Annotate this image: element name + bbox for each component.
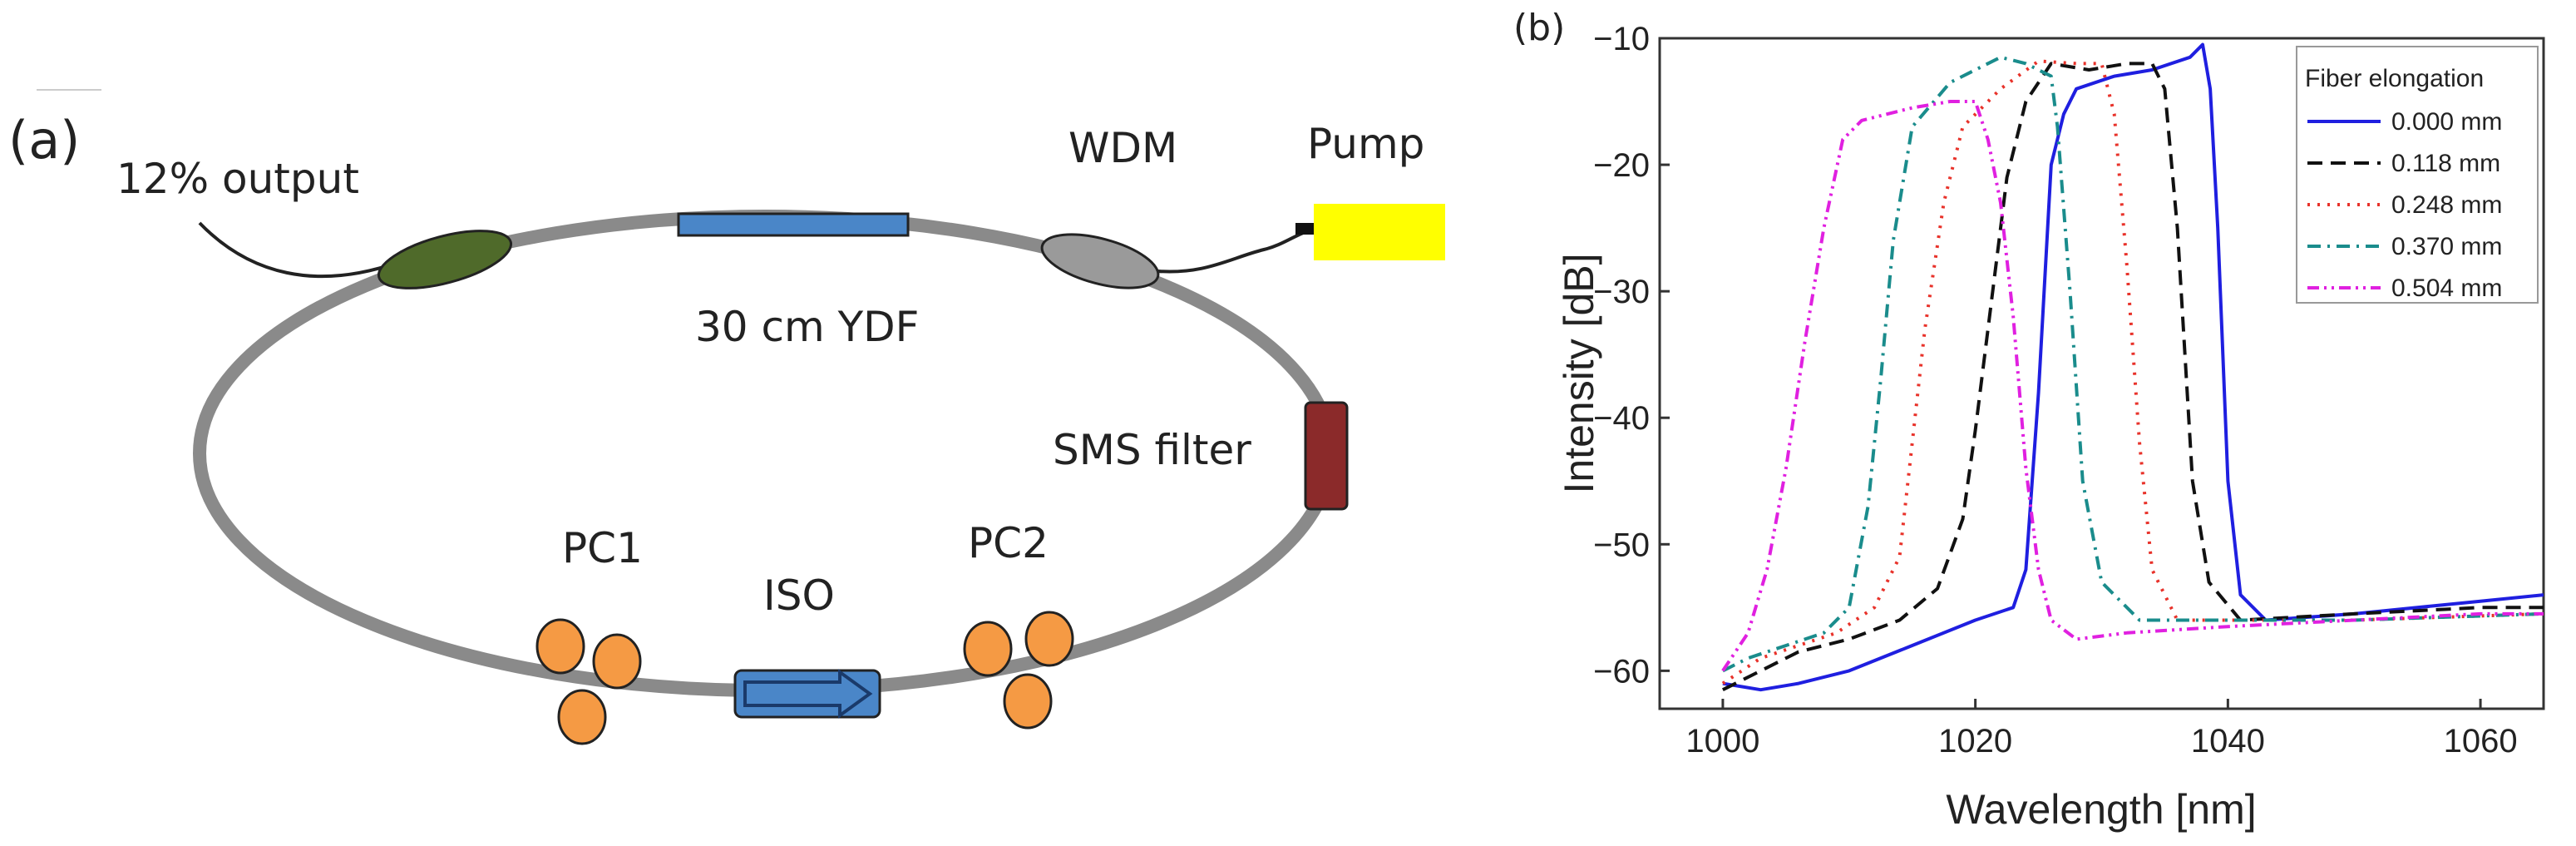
legend-entry: 0.000 mm	[2391, 108, 2502, 136]
isolator-body	[733, 669, 881, 719]
panel-b-label: (b)	[1513, 7, 1565, 49]
legend: Fiber elongation 0.000 mm 0.118 mm 0.248 m…	[2296, 46, 2539, 304]
series-line-5	[1721, 100, 2544, 672]
pc2-paddle	[1003, 673, 1053, 730]
y-tick-label: −60	[1593, 653, 1650, 690]
output-fiber	[198, 221, 400, 279]
pump-fiber	[1157, 228, 1315, 274]
y-tick-label: −40	[1593, 400, 1650, 437]
x-tick-label: 1040	[2191, 723, 2265, 759]
pc2-label: PC2	[968, 519, 1049, 567]
pc1-label: PC1	[562, 524, 643, 572]
legend-entry: 0.118 mm	[2391, 150, 2500, 177]
series-line-1	[1722, 42, 2544, 692]
sms-label: SMS filter	[1053, 426, 1251, 474]
y-tick-label: −10	[1593, 21, 1650, 57]
schematic-svg: (a) 12% output 30 cm YDF WDM Pump SMS fi…	[8, 89, 1445, 745]
pc1-paddle	[535, 618, 585, 675]
legend-box	[2296, 46, 2539, 304]
pc1-paddle	[592, 633, 642, 690]
pc1-paddle	[557, 689, 607, 745]
series-line-3	[1721, 59, 2544, 685]
polarization-controller-2	[963, 611, 1074, 730]
pc2-paddle	[963, 621, 1013, 677]
y-tick-label: −20	[1593, 147, 1650, 184]
isolator-arrow-icon	[743, 669, 873, 719]
isolator	[733, 669, 881, 719]
x-tick-label: 1060	[2444, 723, 2518, 759]
legend-items: 0.000 mm 0.118 mm 0.248 mm 0.370 mm 0.504 mm	[2307, 108, 2502, 302]
polarization-controller-1	[535, 618, 642, 745]
y-tick-label: −50	[1593, 527, 1650, 563]
laser-cavity-schematic: (a) 12% output 30 cm YDF WDM Pump SMS fi…	[8, 89, 1445, 745]
legend-title: Fiber elongation	[2305, 65, 2484, 92]
plot-frame	[1658, 37, 2545, 710]
x-tick-label: 1000	[1685, 723, 1759, 759]
y-tick-label: −30	[1593, 274, 1650, 310]
iso-label: ISO	[763, 571, 835, 620]
ydf-label: 30 cm YDF	[695, 303, 919, 351]
panel-a-label: (a)	[8, 110, 80, 171]
plot-series	[1721, 42, 2544, 692]
spectrum-chart: (b) 1000 1020 1040 1060 −10 −20 −30 −40 −50 −60 W…	[1513, 0, 2576, 846]
chart-svg: (b) 1000 1020 1040 1060 −10 −20 −30 −40 −50 −60 W…	[1513, 7, 2545, 833]
output-coupler	[377, 230, 513, 289]
legend-entry: 0.370 mm	[2391, 233, 2502, 260]
pump-connector	[1295, 223, 1314, 235]
pc2-paddle	[1024, 611, 1074, 667]
axis-ticks: 1000 1020 1040 1060 −10 −20 −30 −40 −50 −60	[1593, 21, 2517, 759]
sms-filter	[1304, 401, 1349, 511]
x-axis-title: Wavelength [nm]	[1946, 786, 2256, 833]
output-label: 12% output	[116, 155, 359, 203]
ydf-segment	[677, 212, 910, 237]
pump-label: Pump	[1307, 120, 1424, 168]
series-line-4	[1722, 55, 2544, 673]
pump-laser	[1314, 204, 1445, 260]
wdm-label: WDM	[1068, 124, 1177, 172]
series-line-2	[1722, 62, 2544, 691]
y-axis-title: Intensity [dB]	[1556, 253, 1602, 493]
legend-entry: 0.248 mm	[2391, 191, 2502, 219]
legend-entry: 0.504 mm	[2391, 275, 2502, 302]
x-tick-label: 1020	[1938, 723, 2012, 759]
wdm-coupler	[1040, 233, 1160, 289]
